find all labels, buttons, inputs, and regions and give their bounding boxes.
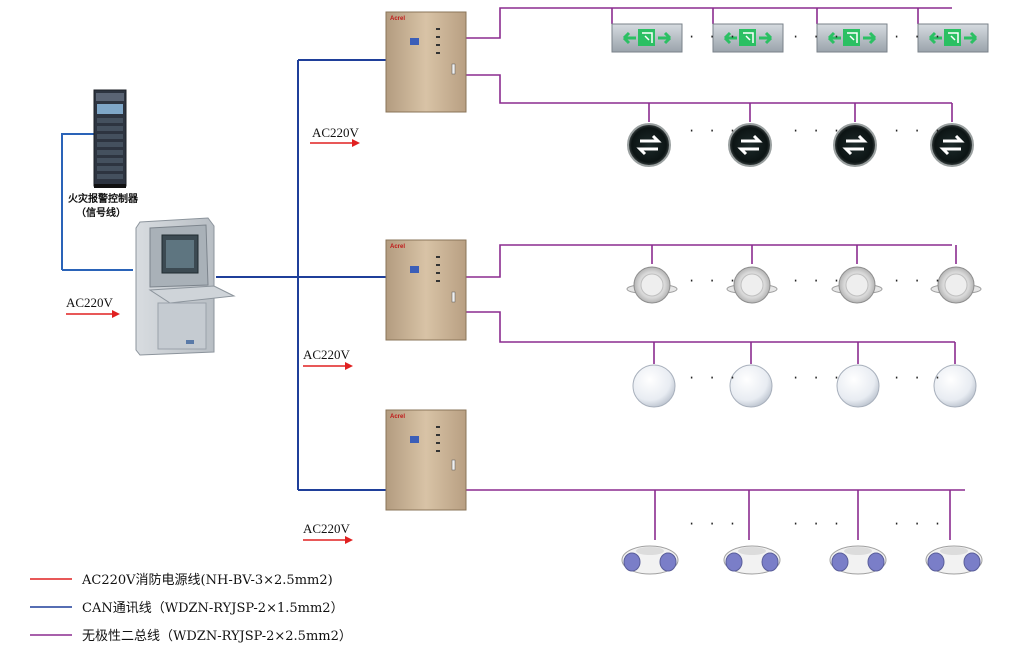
direction-sign-icon: [627, 123, 671, 167]
ac-box1-label: AC220V: [312, 125, 360, 140]
can-lines: [61, 59, 386, 491]
legend-item-bus: 无极性二总线（WDZN-RYJSP-2×2.5mm2）: [30, 629, 352, 644]
ellipsis: · · ·: [688, 274, 739, 288]
fire-controller-label: 火灾报警控制器: [68, 192, 139, 205]
downlight-icon: [930, 266, 982, 304]
exit-sign-icon: [816, 23, 888, 53]
ellipsis-group: · · · · · · · · · · · · · · · · · · · · …: [688, 30, 944, 531]
ellipsis: · · ·: [792, 124, 843, 138]
floor-direction-sign-row: [627, 123, 974, 167]
globe-light-icon: [933, 364, 977, 408]
twin-head-emergency-light-row: [621, 545, 983, 575]
ellipsis: · · ·: [893, 371, 944, 385]
distribution-box-1: Acrel: [385, 11, 467, 113]
emergency-downlight-row: [626, 266, 982, 304]
ac-box3-label: AC220V: [303, 521, 351, 536]
ellipsis: · · ·: [688, 371, 739, 385]
legend-item-power: AC220V消防电源线(NH-BV-3×2.5mm2): [30, 572, 333, 588]
ac-main-label: AC220V: [66, 295, 114, 310]
legend-item-can: CAN通讯线（WDZN-RYJSP-2×1.5mm2）: [30, 601, 344, 616]
exit-sign-icon: [917, 23, 989, 53]
globe-light-icon: [836, 364, 880, 408]
ellipsis: · · ·: [893, 517, 944, 531]
twin-head-light-icon: [925, 545, 983, 575]
monitoring-host-terminal: [135, 217, 236, 356]
ellipsis: · · ·: [792, 30, 843, 44]
downlight-icon: [626, 266, 678, 304]
twin-head-light-icon: [723, 545, 781, 575]
direction-sign-icon: [833, 123, 877, 167]
direction-sign-icon: [728, 123, 772, 167]
globe-light-row: [632, 364, 977, 408]
power-input-main: AC220V: [66, 295, 120, 318]
fire-alarm-controller-cabinet: [93, 89, 127, 188]
svg-text:Acrel: Acrel: [390, 244, 405, 250]
direction-sign-icon: [930, 123, 974, 167]
ellipsis: · · ·: [688, 124, 739, 138]
svg-text:Acrel: Acrel: [390, 16, 405, 22]
legend-label: CAN通讯线（WDZN-RYJSP-2×1.5mm2）: [82, 601, 344, 616]
exit-sign-icon: [712, 23, 784, 53]
twin-head-light-icon: [621, 545, 679, 575]
ellipsis: · · ·: [688, 517, 739, 531]
ellipsis: · · ·: [893, 30, 944, 44]
power-input-box1: AC220V: [310, 125, 360, 147]
exit-sign-row: [611, 23, 989, 53]
ellipsis: · · ·: [893, 124, 944, 138]
svg-text:Acrel: Acrel: [390, 414, 405, 420]
downlight-icon: [831, 266, 883, 304]
legend-label: AC220V消防电源线(NH-BV-3×2.5mm2): [81, 572, 333, 588]
twin-head-light-icon: [829, 545, 887, 575]
ac-box2-label: AC220V: [303, 347, 351, 362]
bus-lines: [466, 7, 965, 540]
signal-line-label: （信号线）: [76, 206, 126, 219]
ellipsis: · · ·: [792, 517, 843, 531]
legend-label: 无极性二总线（WDZN-RYJSP-2×2.5mm2）: [82, 629, 352, 644]
exit-sign-icon: [611, 23, 683, 53]
distribution-box-2: Acrel: [385, 239, 467, 341]
ellipsis: · · ·: [792, 274, 843, 288]
globe-light-icon: [632, 364, 676, 408]
distribution-box-3: Acrel: [385, 409, 467, 511]
ellipsis: · · ·: [792, 371, 843, 385]
power-input-box2: AC220V: [303, 347, 353, 370]
ellipsis: · · ·: [688, 30, 739, 44]
ellipsis: · · ·: [893, 274, 944, 288]
globe-light-icon: [729, 364, 773, 408]
power-input-box3: AC220V: [303, 521, 353, 544]
legend: AC220V消防电源线(NH-BV-3×2.5mm2) CAN通讯线（WDZN-…: [30, 572, 352, 644]
downlight-icon: [726, 266, 778, 304]
